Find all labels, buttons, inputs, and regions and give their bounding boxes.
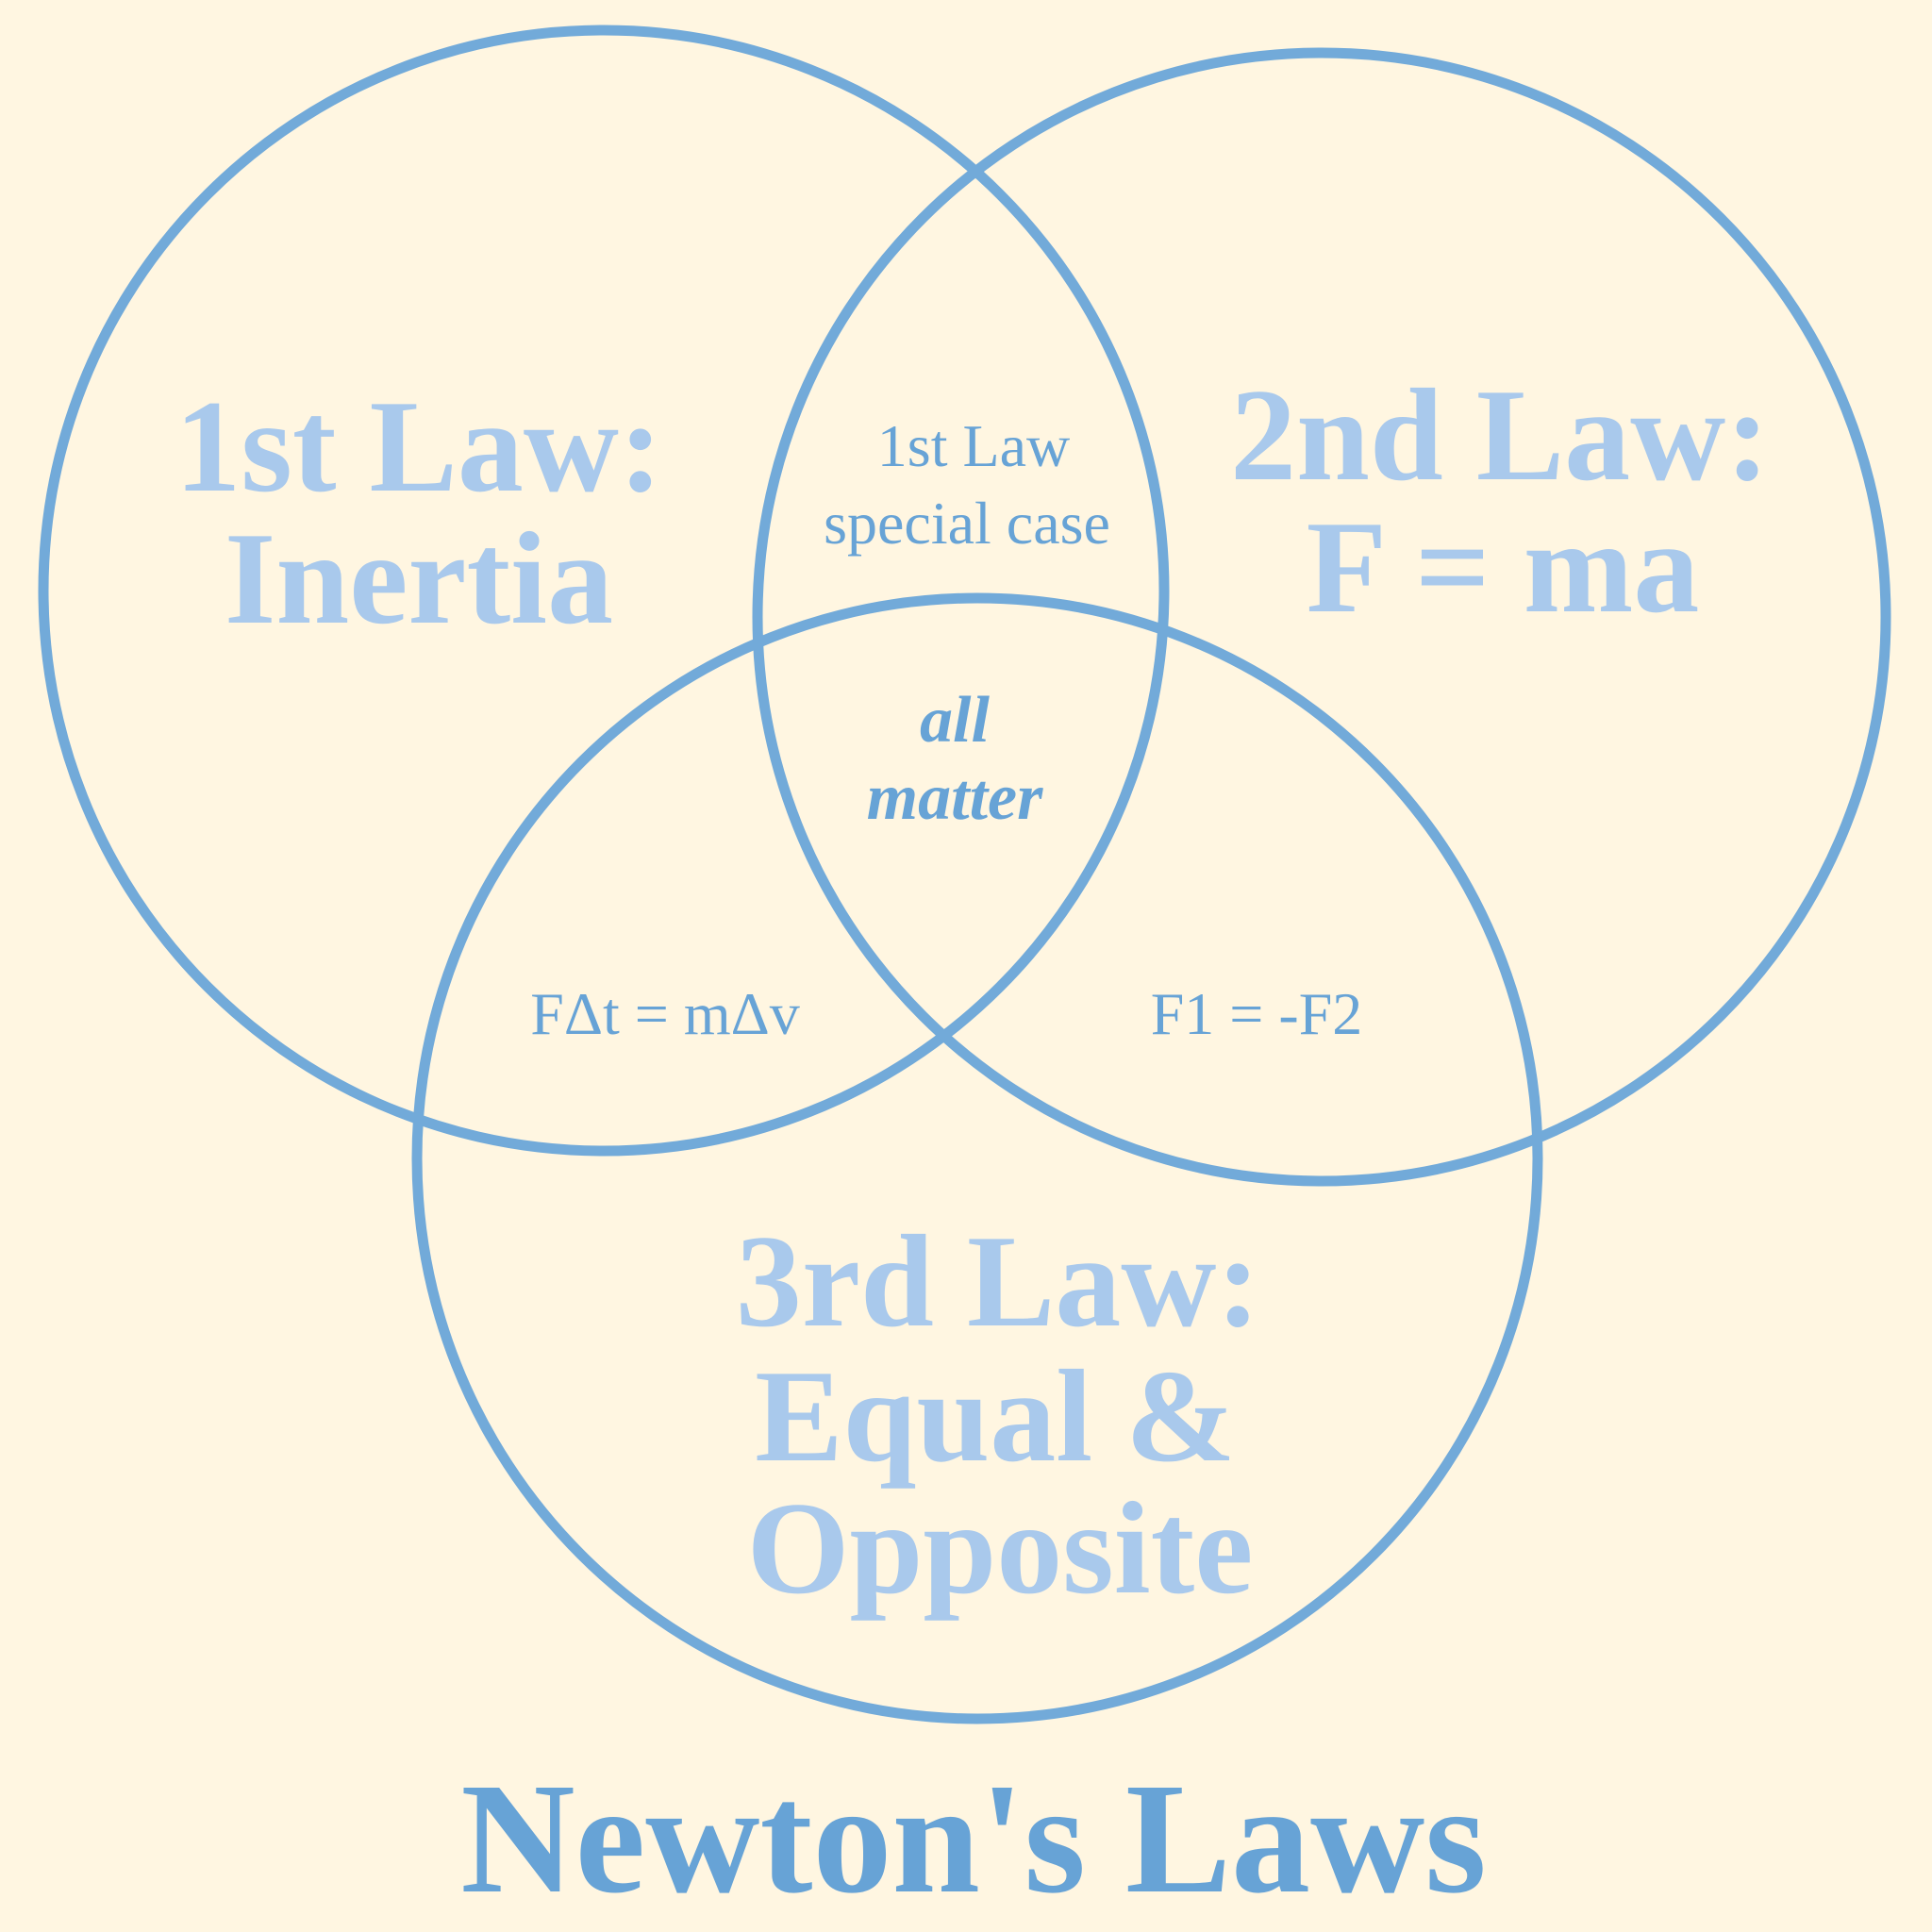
first-law-label: 1st Law: bbox=[175, 374, 662, 520]
second-third-overlap: F1 = -F2 bbox=[1151, 980, 1363, 1047]
second-law-label: 2nd Law: bbox=[1230, 362, 1770, 508]
circle-third-law bbox=[411, 592, 1543, 1724]
third-law-name-line2: Opposite bbox=[747, 1475, 1254, 1622]
first-second-overlap-line1: 1st Law bbox=[877, 412, 1070, 479]
third-law-label: 3rd Law: bbox=[736, 1208, 1260, 1355]
second-law-formula: F = ma bbox=[1307, 494, 1700, 641]
first-second-overlap-line2: special case bbox=[824, 490, 1110, 557]
circle-second-law bbox=[752, 47, 1891, 1187]
center-overlap-line2: matter bbox=[867, 761, 1043, 834]
circle-first-law bbox=[38, 25, 1170, 1157]
center-overlap-line1: all bbox=[920, 684, 990, 757]
third-law-name-line1: Equal & bbox=[755, 1343, 1236, 1490]
diagram-title: Newton's Laws bbox=[460, 1751, 1486, 1926]
first-law-name: Inertia bbox=[225, 506, 613, 652]
first-third-overlap: FΔt = mΔv bbox=[530, 980, 800, 1047]
